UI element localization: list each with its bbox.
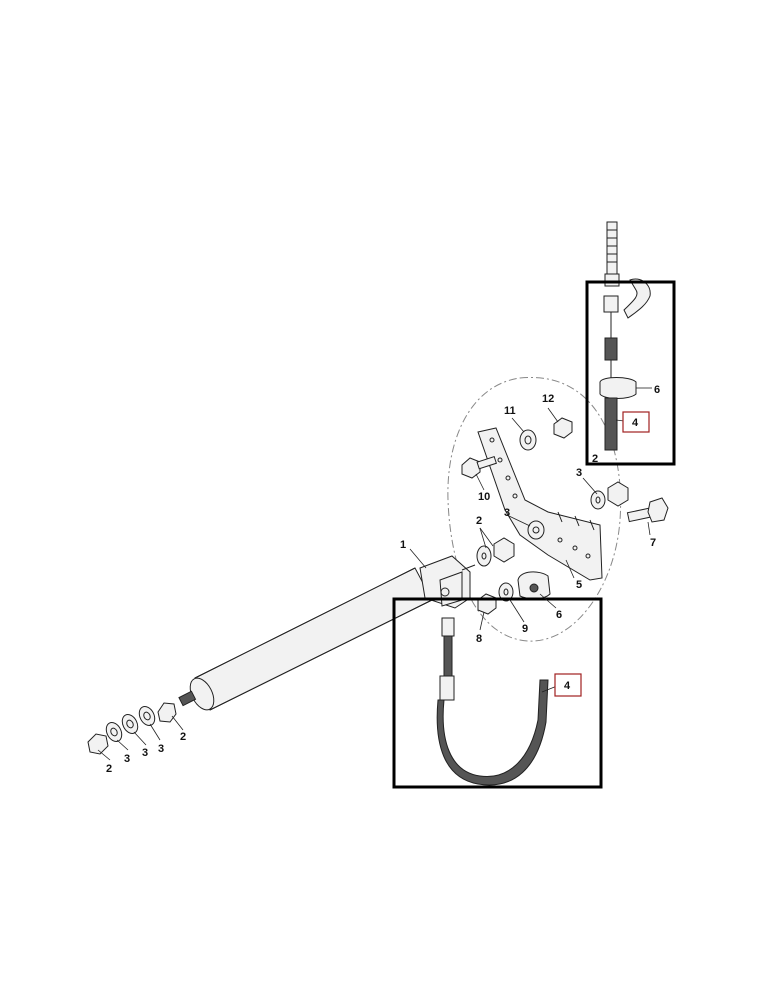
callout-10: 10 <box>478 491 490 503</box>
callout-3: 3 <box>504 507 510 519</box>
leader-lines <box>97 387 652 761</box>
bolt-7 <box>626 497 669 523</box>
lower-cable <box>436 617 549 786</box>
callout-12: 12 <box>542 393 554 405</box>
callout-9: 9 <box>522 623 528 635</box>
lower-highlight-frame <box>392 597 603 789</box>
callout-4-lower: 4 <box>564 680 571 692</box>
callout-3: 3 <box>576 467 582 479</box>
callout-2: 2 <box>180 731 186 743</box>
callout-3: 3 <box>142 747 148 759</box>
callout-11: 11 <box>504 405 516 417</box>
callout-2: 2 <box>592 453 598 465</box>
callout-6-lower: 6 <box>556 609 562 621</box>
callout-1: 1 <box>400 539 406 551</box>
callout-8: 8 <box>476 633 482 645</box>
callout-3: 3 <box>124 753 130 765</box>
bracket-plate <box>477 427 603 581</box>
callout-box-4-upper <box>622 411 650 433</box>
end-hardware <box>87 702 177 755</box>
hardware-11-12 <box>519 417 573 451</box>
callout-4-upper: 4 <box>632 417 639 429</box>
callout-3: 3 <box>158 743 164 755</box>
hardware-lower <box>477 571 551 615</box>
hardware-center <box>476 520 545 567</box>
hardware-right <box>590 481 629 510</box>
callout-5: 5 <box>576 579 582 591</box>
callout-2: 2 <box>476 515 482 527</box>
callout-7: 7 <box>650 537 656 549</box>
callout-2: 2 <box>106 763 112 775</box>
upper-highlight-frame <box>585 280 676 466</box>
callout-6-upper: 6 <box>654 384 660 396</box>
bolt-10 <box>461 455 497 479</box>
callout-box-4-lower <box>554 673 582 697</box>
